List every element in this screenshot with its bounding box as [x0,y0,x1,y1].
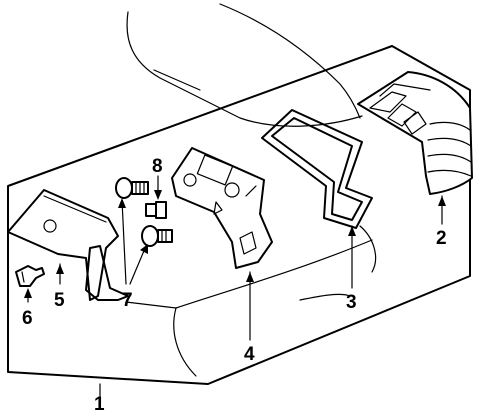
rear-combination-lamp [357,71,473,195]
lamp-housing [171,147,273,269]
callout-8: 8 [152,156,163,177]
callout-6: 6 [22,308,33,329]
callout-4: 4 [244,344,255,365]
callout-1: 1 [94,394,105,415]
callout-7: 7 [122,290,133,311]
callout-3: 3 [346,292,357,313]
callout-2: 2 [436,228,447,249]
assembly-boundary [7,45,471,385]
callout-5: 5 [54,290,65,311]
lamp-gasket [261,109,373,229]
vehicle-body-outline [125,3,377,377]
retainer-clip [15,265,45,287]
wedge-bulb [145,201,167,219]
leader-lines [24,175,446,397]
side-marker-lamp [7,189,129,301]
bulb-lower [141,225,173,247]
bulb-upper [115,177,149,199]
